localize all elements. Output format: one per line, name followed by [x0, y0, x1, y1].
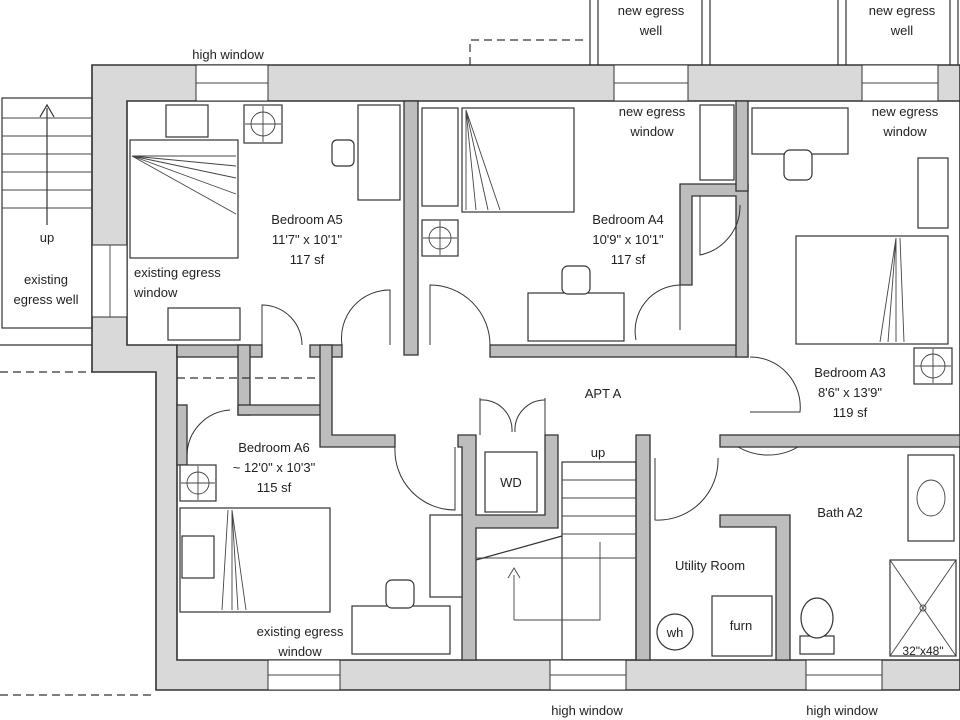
- wall-utility: [719, 514, 791, 661]
- a4-chair: [561, 265, 591, 295]
- a4-bed: [461, 107, 575, 213]
- a3-dresser: [917, 157, 949, 229]
- water-heater: [656, 613, 694, 651]
- wall-a3-closet-side: [735, 100, 749, 192]
- wall-a3-bath: [719, 434, 960, 448]
- wall-a5-a4: [403, 100, 419, 356]
- a6-nightstand: [181, 535, 215, 579]
- interior-walls: [176, 100, 960, 661]
- wall-a6-entry: [319, 344, 396, 448]
- furnace: [711, 595, 773, 657]
- a4-dresser: [699, 104, 735, 181]
- doors: [186, 196, 801, 521]
- new-egress-well-1: [589, 0, 711, 65]
- exterior-features: [0, 0, 959, 696]
- wall-laundry: [457, 434, 559, 661]
- a6-chair: [385, 579, 415, 609]
- label-high-window-bottom-1: high window: [551, 703, 623, 718]
- label-furn: furn: [730, 618, 752, 633]
- furniture: [129, 104, 957, 657]
- wall-a4-closet: [679, 183, 749, 358]
- exterior-stair-treads: [2, 103, 92, 225]
- a5-chair: [331, 139, 355, 167]
- label-shower: 32"x48": [902, 644, 943, 658]
- label-utility-room: Utility Room: [675, 558, 745, 573]
- wall-a6-left-stub: [176, 404, 188, 466]
- exterior-windows: [91, 64, 939, 691]
- a6-dresser: [429, 514, 463, 598]
- a3-bed: [795, 235, 949, 345]
- a4-closet-left: [421, 107, 459, 207]
- toilet-bowl: [800, 597, 834, 639]
- window-left-a5: [91, 244, 128, 318]
- existing-egress-well: [1, 97, 93, 329]
- a6-desk: [351, 605, 451, 655]
- washer-dryer: [484, 451, 538, 513]
- a3-chair: [783, 149, 813, 181]
- label-stair-up-center: up: [591, 445, 605, 460]
- label-stair-up-left: up: [40, 230, 54, 245]
- a4-desk: [527, 292, 625, 342]
- a5-dresser: [167, 307, 241, 341]
- label-apt: APT A: [585, 386, 622, 401]
- room-a6: Bedroom A6~ 12'0" x 10'3"115 sf: [233, 440, 316, 495]
- toilet-tank: [799, 635, 835, 655]
- bath-vanity: [907, 454, 955, 542]
- wall-a6-closet-bottom: [237, 404, 324, 416]
- interior-stair: [475, 461, 637, 661]
- wall-a4-bottom: [489, 344, 749, 358]
- wall-stair-right: [635, 434, 651, 661]
- label-high-window-top: high window: [192, 47, 264, 62]
- label-wd: WD: [500, 475, 522, 490]
- label-wh: wh: [666, 625, 684, 640]
- new-egress-well-2: [837, 0, 959, 65]
- a5-nightstand: [165, 104, 209, 138]
- a3-desk: [751, 107, 849, 155]
- a5-desk: [357, 104, 401, 201]
- label-high-window-bottom-2: high window: [806, 703, 878, 718]
- label-bath: Bath A2: [817, 505, 863, 520]
- dashed-outline-top: [469, 39, 585, 65]
